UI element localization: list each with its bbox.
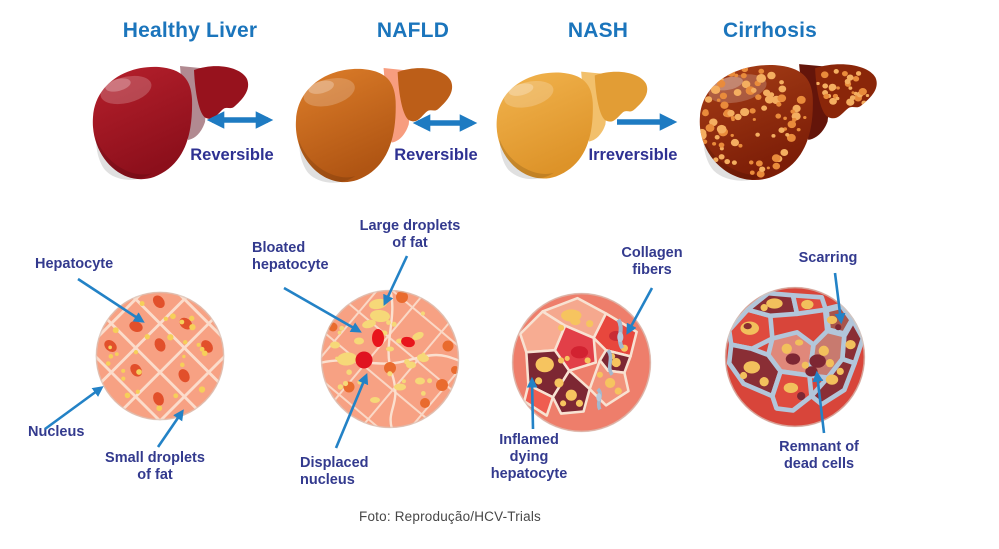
cirrhosis-tissue-micrograph	[723, 285, 867, 429]
nafld-tissue-micrograph	[320, 289, 460, 429]
stage-title-nafld: NAFLD	[376, 19, 450, 42]
annotation-remnant-dead-cells: Remnant of dead cells	[779, 439, 859, 472]
nash-liver-illustration	[490, 66, 650, 184]
annotation-small-droplets: Small droplets of fat	[105, 450, 205, 483]
healthy-tissue-micrograph	[69, 265, 251, 447]
annotation-large-droplets: Large droplets of fat	[359, 218, 461, 251]
annotation-displaced-nucleus: Displaced nucleus	[300, 455, 369, 488]
healthy-liver-illustration	[86, 60, 251, 185]
transition-label-reversible-1: Reversible	[190, 146, 274, 164]
nash-tissue-micrograph	[510, 291, 653, 434]
cirrhosis-liver-illustration	[692, 58, 880, 186]
annotation-hepatocyte: Hepatocyte	[35, 256, 114, 272]
annotation-bloated-hepatocyte: Bloated hepatocyte	[252, 240, 329, 273]
annotation-nucleus: Nucleus	[28, 424, 85, 440]
annotation-collagen-fibers: Collagen fibers	[621, 245, 683, 278]
transition-label-irreversible: Irreversible	[588, 146, 678, 164]
stage-title-healthy: Healthy Liver	[122, 19, 258, 42]
stage-title-cirrhosis: Cirrhosis	[723, 19, 817, 42]
annotation-scarring: Scarring	[798, 250, 858, 266]
nafld-liver-illustration	[289, 62, 455, 188]
stage-title-nash: NASH	[567, 19, 629, 42]
photo-credit-caption: Foto: Reprodução/HCV-Trials	[359, 509, 541, 524]
transition-label-reversible-2: Reversible	[394, 146, 478, 164]
annotation-inflamed-hepatocyte: Inflamed dying hepatocyte	[490, 432, 568, 482]
